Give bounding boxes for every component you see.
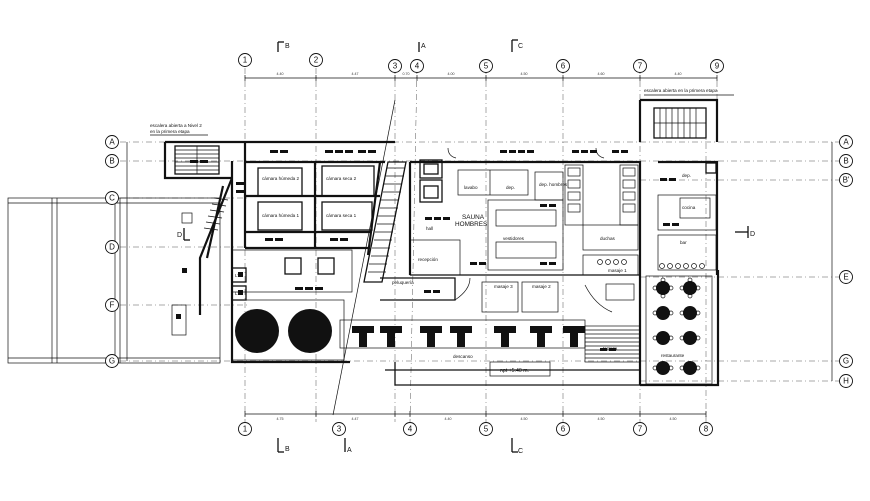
label-masaje-2: masaje 2 xyxy=(532,284,551,289)
stair-terraza xyxy=(584,325,641,363)
dim-bottom-3: 4.40 xyxy=(445,417,452,421)
col-bottom-3: 3 xyxy=(337,425,342,434)
row-left-c: C xyxy=(109,194,115,203)
dim-bottom-5: 4.50 xyxy=(598,417,605,421)
row-left-b: B xyxy=(109,157,114,166)
room-labels: cámara húmeda 2 cámara seca 2 cámara húm… xyxy=(235,173,696,359)
label-lavabo: lavabo xyxy=(464,185,478,190)
col-top-4: 4 xyxy=(415,62,420,71)
label-lt-1: LT xyxy=(235,273,240,278)
label-lt-2: LT xyxy=(235,291,240,296)
label-recepcion: recepción xyxy=(418,257,438,262)
label-dep-hombres: dep. hombres xyxy=(539,182,568,187)
section-b-top: B xyxy=(285,43,290,50)
tank-circle-1 xyxy=(235,309,279,353)
top-dimension-line: 4.40 4.47 0.70 4.00 4.50 4.60 4.40 xyxy=(244,72,718,81)
label-duchas: duchas xyxy=(600,236,616,241)
pool-tanks xyxy=(231,299,345,361)
row-right-a: A xyxy=(843,138,849,147)
label-terraza: terraza xyxy=(603,346,618,351)
label-dep-2: dep. xyxy=(682,173,691,178)
label-cocina: cocina xyxy=(682,205,696,210)
dim-top-2: 4.47 xyxy=(352,72,359,76)
row-right-b: B xyxy=(843,157,848,166)
section-c-bottom: C xyxy=(518,448,523,455)
label-descanso: descanso xyxy=(453,354,473,359)
col-bottom-5: 5 xyxy=(484,425,489,434)
label-camara-humeda-2: cámara húmeda 2 xyxy=(262,176,299,181)
existing-structure-left xyxy=(7,197,221,364)
label-camara-seca-1: cámara seca 1 xyxy=(326,213,357,218)
section-c-top: C xyxy=(518,43,523,50)
column-bubbles-top: 1 2 3 4 5 6 7 9 xyxy=(238,53,724,73)
col-top-3: 3 xyxy=(393,62,398,71)
row-right-b-prime: B' xyxy=(843,176,850,185)
col-bottom-6: 6 xyxy=(561,425,566,434)
tank-circle-2 xyxy=(288,309,332,353)
label-hall: hall xyxy=(426,226,433,231)
col-top-9: 9 xyxy=(715,62,720,71)
interior-partitions xyxy=(231,147,717,349)
dim-bottom-4: 4.50 xyxy=(521,417,528,421)
row-bubbles-left: A B C D F G xyxy=(105,135,119,368)
dim-top-5: 4.50 xyxy=(521,72,528,76)
label-vestidores: vestidores xyxy=(503,236,525,241)
row-right-e: E xyxy=(843,273,848,282)
row-left-a: A xyxy=(109,138,115,147)
note-level: npt +5.40 m. xyxy=(500,368,529,374)
label-bar: bar xyxy=(680,240,687,245)
dim-top-7: 4.40 xyxy=(675,72,682,76)
label-camara-humeda-1: cámara húmeda 1 xyxy=(262,213,299,218)
row-right-g: G xyxy=(843,357,849,366)
dim-bottom-6: 4.50 xyxy=(670,417,677,421)
col-bottom-4: 4 xyxy=(408,425,413,434)
row-right-h: H xyxy=(843,377,849,386)
col-top-5: 5 xyxy=(484,62,489,71)
stair-right xyxy=(653,107,707,139)
dim-top-1: 4.40 xyxy=(277,72,284,76)
col-bottom-1: 1 xyxy=(243,425,248,434)
dim-top-3: 0.70 xyxy=(403,72,410,76)
dim-bottom-1: 4.75 xyxy=(277,417,284,421)
label-restaurante: restaurante xyxy=(661,353,685,358)
restaurant-tables xyxy=(597,259,713,385)
col-top-2: 2 xyxy=(314,56,319,65)
col-bottom-7: 7 xyxy=(638,425,643,434)
col-bottom-8: 8 xyxy=(704,425,709,434)
label-masaje-3: masaje 3 xyxy=(494,284,513,289)
row-left-g: G xyxy=(109,357,115,366)
section-a-bottom: A xyxy=(347,447,352,454)
label-hombres: HOMBRES xyxy=(455,221,487,228)
label-sauna: SAUNA xyxy=(462,214,485,221)
stair-left xyxy=(174,145,229,231)
section-b-bottom: B xyxy=(285,446,290,453)
note-stair-left-2: en la primera etapa xyxy=(150,129,190,134)
column-bubbles-bottom: 1 3 4 5 6 7 8 xyxy=(238,422,713,436)
label-peluqueria: peluquería xyxy=(392,280,414,285)
locker-blocks xyxy=(423,162,717,213)
section-a-top: A xyxy=(421,43,426,50)
section-d-right: D xyxy=(750,231,755,238)
plan-notes: escalera abierta a Nivel 2 en la primera… xyxy=(150,88,734,377)
wall-hatch-blocks xyxy=(176,150,679,351)
row-bubbles-right: A B B' E G H xyxy=(839,135,853,388)
stair-center xyxy=(363,161,407,283)
col-top-1: 1 xyxy=(243,56,248,65)
note-stair-left-1: escalera abierta a Nivel 2 xyxy=(150,123,202,128)
note-stair-right: escalera abierta en la primera etapa xyxy=(644,88,718,93)
descanso-loungers xyxy=(352,326,585,347)
row-left-d: D xyxy=(109,243,115,252)
label-masaje-1: masaje 1 xyxy=(608,268,627,273)
bottom-dimension-line: 4.75 4.47 4.40 4.50 4.50 4.50 xyxy=(244,411,707,421)
col-top-7: 7 xyxy=(638,62,643,71)
col-top-6: 6 xyxy=(561,62,566,71)
label-camara-seca-2: cámara seca 2 xyxy=(326,176,357,181)
section-d-left: D xyxy=(177,232,182,239)
dim-top-6: 4.60 xyxy=(598,72,605,76)
label-dep-1: dep. xyxy=(506,185,515,190)
dim-top-4: 4.00 xyxy=(448,72,455,76)
row-left-f: F xyxy=(110,301,115,310)
dim-bottom-2: 4.47 xyxy=(352,417,359,421)
